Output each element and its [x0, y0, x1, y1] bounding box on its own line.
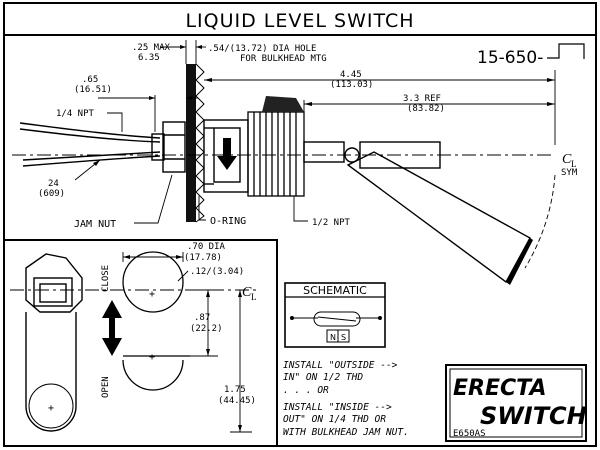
end-view-panel — [4, 239, 278, 446]
schematic-s: S — [341, 333, 346, 342]
sym-label: SYM — [561, 168, 578, 178]
install-note-line-1: INSTALL "OUTSIDE --> — [283, 360, 398, 371]
install-note-line-5: OUT" ON 1/4 THD OR — [283, 414, 386, 425]
npt-quarter-label: 1/4 NPT — [56, 109, 95, 119]
o-ring-leader — [198, 196, 206, 221]
drawing-title: LIQUID LEVEL SWITCH — [185, 10, 414, 32]
end-view-float-ring — [28, 383, 74, 429]
dim-flange-arrows — [180, 45, 202, 49]
dim-length — [230, 290, 252, 433]
dim-travel — [190, 289, 218, 357]
jam-nut-leader — [134, 174, 173, 224]
half-npt-thread — [247, 111, 305, 197]
dim-length-mm: (44.45) — [218, 396, 256, 406]
install-note: INSTALL "OUTSIDE --> IN" ON 1/2 THD . . … — [283, 360, 409, 438]
dim-reach — [98, 95, 198, 132]
part-number: 15-650- — [477, 48, 543, 68]
schematic-n: N — [330, 333, 336, 342]
dim-offset-label: .12/(3.04) — [190, 267, 244, 277]
bulkhead-hatch — [195, 63, 205, 223]
centerline-symbol: C — [562, 152, 572, 167]
dim-reach-mm: (16.51) — [74, 85, 112, 95]
dim-hole-note: FOR BULKHEAD MTG — [240, 54, 327, 64]
dim-float-dia-mm: (17.78) — [184, 253, 222, 263]
dim-ref-mm: (83.82) — [407, 104, 445, 114]
float-dropped-end — [506, 238, 533, 285]
o-ring-label: O-RING — [210, 216, 246, 227]
install-note-line-4: INSTALL "INSIDE --> — [283, 402, 392, 413]
dim-overall-mm: (113.03) — [330, 80, 373, 90]
install-note-line-3: . . . OR — [283, 385, 329, 396]
schematic-title: SCHEMATIC — [303, 284, 367, 297]
schematic-terminal-right — [378, 316, 382, 320]
float-dropped — [346, 151, 531, 284]
lead-wires — [19, 122, 161, 167]
dim-float-dia-label: .70 DIA — [187, 242, 226, 252]
npt-quarter-leader — [107, 112, 123, 132]
npt-half-label: 1/2 NPT — [312, 218, 351, 228]
erecta-switch-logo: ERECTA SWITCH E650AS — [445, 364, 587, 442]
part-number-box — [547, 43, 585, 59]
dim-offset-leader — [177, 270, 189, 282]
flow-arrow-icon — [217, 138, 237, 170]
logo-line-2: SWITCH — [480, 402, 587, 430]
drawing-border — [3, 2, 597, 447]
swing-arc — [524, 174, 556, 269]
dim-travel-arrows — [206, 290, 210, 356]
dim-overall — [204, 70, 556, 145]
dim-reach-label: .65 — [82, 75, 98, 85]
dim-travel-mm: (22.2) — [190, 324, 223, 334]
end-view-cl-symbol: C — [242, 285, 252, 300]
bulkhead — [186, 64, 196, 222]
float-close-center: + — [149, 289, 155, 300]
end-view-float-center: + — [48, 403, 54, 414]
dim-lead-label: 24 — [48, 179, 59, 189]
dim-flange-max-mm: 6.35 — [138, 53, 160, 63]
logo-line-1: ERECTA — [453, 376, 546, 401]
float-open-center: + — [149, 352, 155, 363]
schematic-box — [284, 282, 386, 348]
install-note-line-6: WITH BULKHEAD JAM NUT. — [283, 427, 409, 438]
dim-ref-label: 3.3 REF — [403, 94, 441, 104]
logo-model: E650AS — [453, 429, 486, 439]
dim-float-dia-arrows — [123, 255, 183, 259]
quarter-npt-stub — [151, 133, 165, 161]
end-view-cl-subscript: L — [251, 292, 257, 302]
dim-hole-label: .54/(13.72) DIA HOLE — [208, 44, 316, 54]
jam-nut — [162, 121, 186, 173]
dim-lead-mm: (609) — [38, 189, 65, 199]
thread-top-shade — [262, 96, 304, 112]
schematic-terminal-left — [290, 316, 294, 320]
dim-lead-arrow — [93, 160, 100, 166]
dim-travel-label: .87 — [194, 313, 210, 323]
jam-nut-label: JAM NUT — [74, 219, 116, 230]
float-close-circle — [122, 251, 184, 313]
schematic-reed-switch — [294, 311, 380, 327]
centerline-subscript: L — [571, 159, 577, 169]
dim-flange-max-label: .25 MAX — [132, 43, 171, 53]
stem — [303, 141, 345, 163]
end-view-float — [25, 312, 77, 432]
dim-ref — [303, 100, 555, 112]
install-note-line-2: IN" ON 1/2 THD — [283, 372, 363, 383]
dim-length-label: 1.75 — [224, 385, 246, 395]
end-view-hex — [25, 253, 83, 313]
npt-half-leader — [293, 196, 308, 222]
travel-arrow-icon — [102, 300, 122, 356]
open-label: OPEN — [101, 376, 111, 398]
close-label: CLOSE — [101, 265, 111, 292]
dim-overall-label: 4.45 — [340, 70, 362, 80]
float-open-arc — [122, 359, 184, 391]
